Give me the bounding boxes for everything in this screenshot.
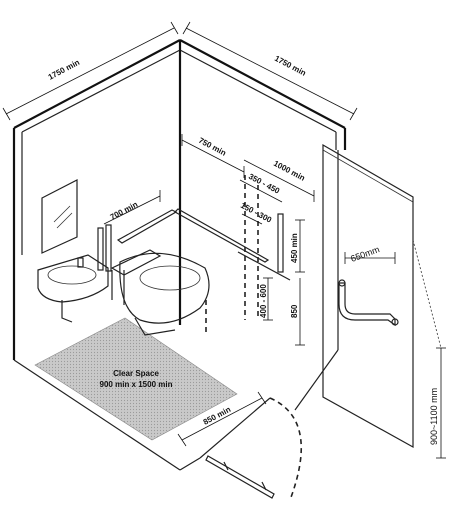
door-panel [322,143,414,449]
pull-rail [205,455,275,499]
dim-vertical-rail: 450 min [290,233,299,263]
dim-grab-offset: 350 - 450 [247,172,282,196]
dim-door-height: 900~1100 mm [429,388,439,445]
dim-basin-rail: 700 min [109,200,140,222]
clear-space-area [34,317,238,441]
tap-icon [77,257,84,268]
dim-wc-centre: 750 min [197,136,228,158]
wall-grab-rails [97,208,291,281]
dim-rail-height: 400 - 600 [259,284,268,318]
dim-seat-height: 850 [290,304,299,318]
toilet-pan [110,249,210,336]
door-swing-arc [269,397,302,501]
drop-down-rail [110,249,162,276]
mirror [41,179,78,254]
room-walls [12,39,347,471]
clear-space-size: 900 min x 1500 min [100,380,173,389]
door-grab-rail [338,279,399,327]
dim-rail-length: 1000 min [272,159,307,183]
clear-space-title: Clear Space [113,369,159,378]
wash-basin [37,254,109,323]
dimension-lines [2,21,446,459]
door-opening-line [199,397,271,459]
dim-door-rail: 650mm [349,244,381,264]
dim-wall-right: 1750 min [273,54,308,78]
reference-lines [205,175,259,335]
